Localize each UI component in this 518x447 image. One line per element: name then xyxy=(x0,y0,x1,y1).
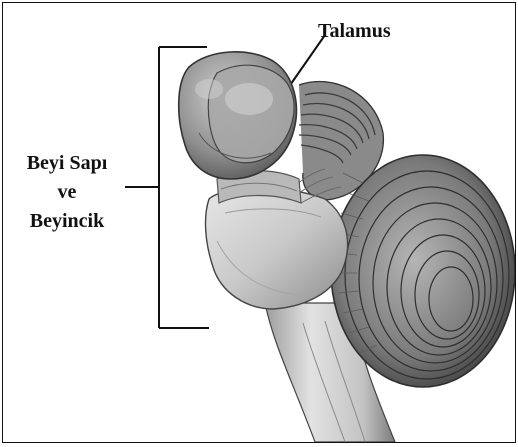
brainstem-label-line2: ve xyxy=(11,178,123,207)
thalamus xyxy=(179,52,297,179)
brainstem-cerebellum-label: Beyi Sapı ve Beyincik xyxy=(11,149,123,236)
cerebellum xyxy=(331,155,515,387)
diagram-frame: Talamus Beyi Sapı ve Beyincik xyxy=(2,2,516,443)
brainstem-label-line1: Beyi Sapı xyxy=(11,149,123,178)
talamus-label: Talamus xyxy=(318,21,391,41)
brainstem-label-line3: Beyincik xyxy=(11,207,123,236)
